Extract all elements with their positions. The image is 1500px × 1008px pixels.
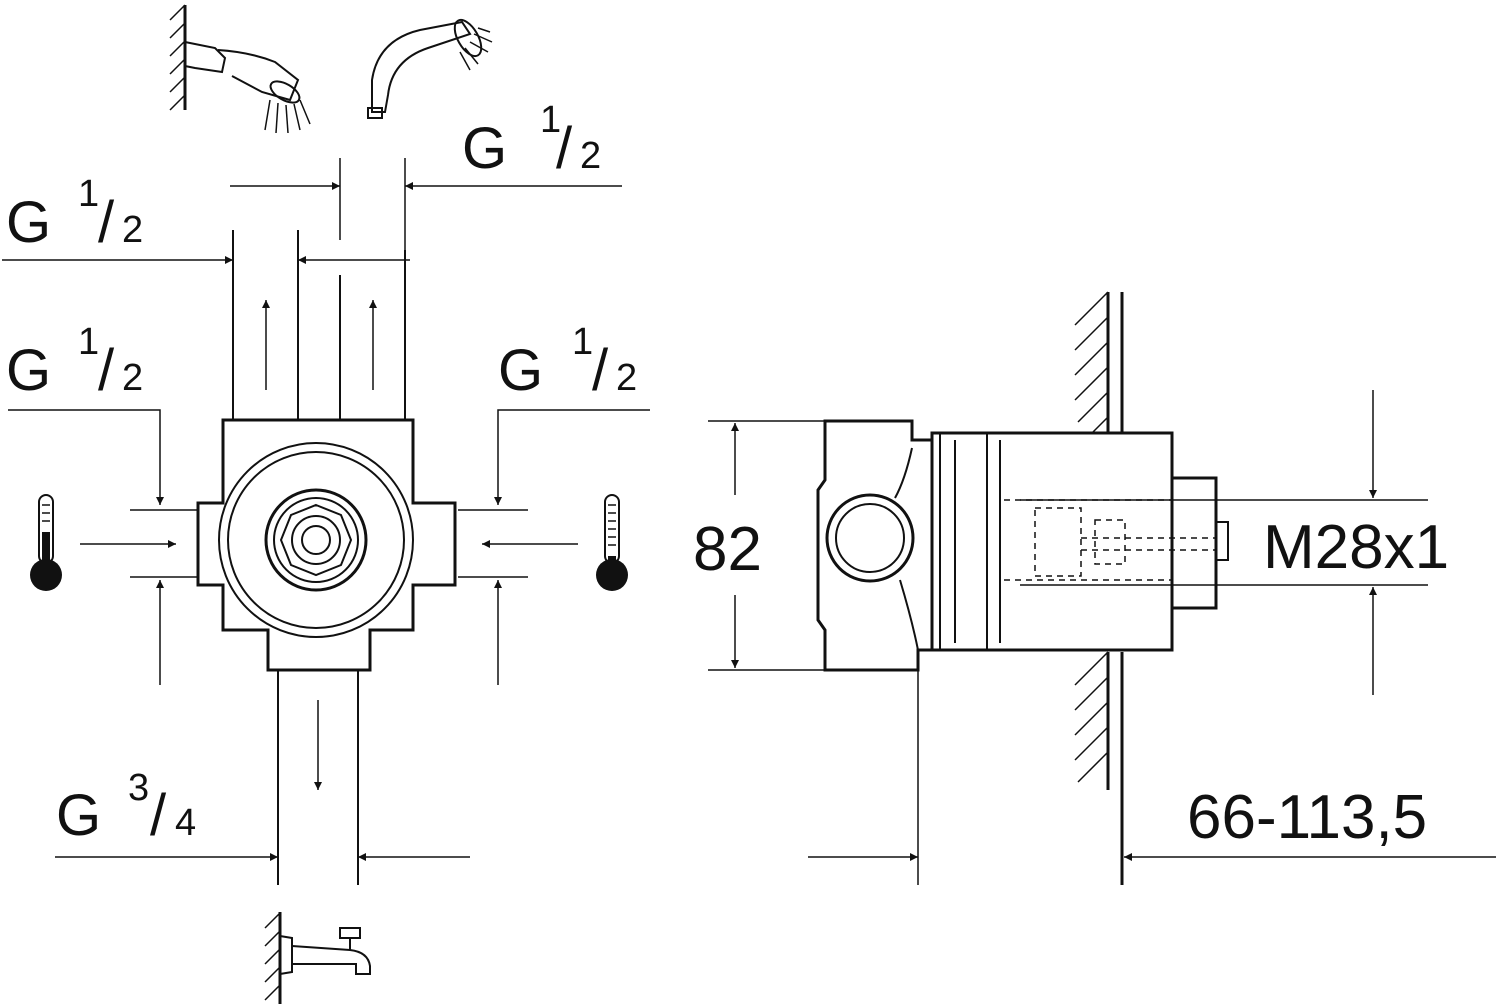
- inlet-left-label: G 1 / 2: [6, 321, 143, 403]
- thread-numerator: 1: [78, 321, 99, 363]
- outlet-top-right-label: G 1 / 2: [462, 99, 601, 181]
- outlet-bottom-label: G 3 / 4: [56, 767, 196, 848]
- outlet-dimension-lines: [2, 158, 622, 264]
- inlet-right-label: G 1 / 2: [498, 321, 637, 403]
- thread-numerator: 1: [540, 99, 561, 141]
- valve-body-side: [816, 419, 1229, 672]
- thread-letter: G: [498, 338, 543, 403]
- thread-denominator: 2: [122, 209, 143, 251]
- thread-slash: /: [556, 116, 573, 181]
- thread-numerator: 1: [78, 173, 99, 215]
- hot-thermometer-icon: [30, 494, 62, 591]
- side-view: 82 M28x1 66-113,5: [693, 291, 1496, 885]
- inlet-dimension-lines: [8, 409, 650, 685]
- hand-shower-icon: [367, 18, 493, 119]
- thread-numerator: 3: [128, 767, 149, 809]
- thread-numerator: 1: [572, 321, 593, 363]
- thread-denominator: 2: [122, 357, 143, 399]
- thread-letter: G: [462, 116, 507, 181]
- thread-letter: G: [6, 190, 51, 255]
- outlet-top-left-label: G 1 / 2: [6, 173, 143, 255]
- thread-letter: G: [56, 783, 101, 848]
- depth-dimension: 66-113,5: [808, 670, 1496, 885]
- thread-letter: G: [6, 338, 51, 403]
- thread-denominator: 2: [580, 135, 601, 177]
- depth-value: 66-113,5: [1187, 783, 1427, 852]
- wall-shower-head-icon: [169, 4, 311, 134]
- bottom-outlet: [55, 670, 470, 885]
- bath-spout-icon: [264, 912, 371, 1004]
- thread-slash: /: [98, 190, 115, 255]
- cold-thermometer-icon: [596, 494, 628, 591]
- wall-section: [1074, 291, 1124, 885]
- valve-body-front: [196, 418, 457, 672]
- thread-denominator: 4: [175, 802, 196, 844]
- thread-denominator: 2: [616, 357, 637, 399]
- thread-slash: /: [592, 338, 609, 403]
- thread-dimension: M28x1: [1020, 390, 1449, 695]
- thread-slash: /: [150, 783, 167, 848]
- outlet-pipes: [232, 230, 406, 420]
- height-value: 82: [693, 515, 762, 584]
- thread-value: M28x1: [1263, 513, 1449, 582]
- thread-slash: /: [98, 338, 115, 403]
- front-view: G 1 / 2 G 1 / 2: [2, 4, 650, 1004]
- height-dimension: 82: [693, 420, 825, 671]
